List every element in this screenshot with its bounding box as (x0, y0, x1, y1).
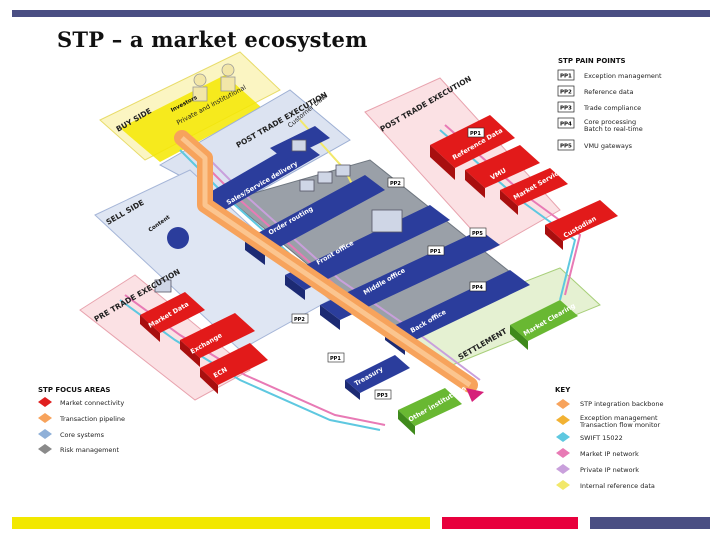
vmu-block (465, 145, 540, 188)
sales-service-bar (205, 140, 320, 210)
svg-text:PP1: PP1 (470, 131, 481, 137)
pipeline-outlet-arrow (466, 388, 484, 402)
svg-text:Trade compliance: Trade compliance (583, 104, 641, 112)
other-institutions-block (398, 388, 462, 426)
slide-title: STP – a market ecosystem (57, 27, 368, 52)
svg-text:Private IP network: Private IP network (580, 466, 639, 474)
middle-office-bar (320, 230, 500, 320)
svg-text:Market IP network: Market IP network (580, 450, 639, 458)
treasury-bar (345, 355, 410, 393)
svg-text:Reference data: Reference data (584, 88, 633, 96)
svg-text:STP integration backbone: STP integration backbone (580, 400, 664, 408)
svg-text:Core processing: Core processing (584, 118, 636, 126)
svg-text:PP2: PP2 (390, 181, 401, 187)
focus-areas-legend: STP FOCUS AREAS Market connectivity Tran… (38, 386, 125, 454)
market-clearing-block (510, 300, 578, 341)
bottom-bar-blue (590, 517, 710, 529)
svg-text:Batch to real-time: Batch to real-time (584, 125, 643, 133)
investors-icon (192, 63, 236, 102)
svg-text:PP4: PP4 (472, 285, 483, 291)
market-data-block (140, 292, 205, 333)
back-office-bar (385, 270, 530, 345)
svg-text:Internal reference data: Internal reference data (580, 482, 655, 490)
exchange-block (180, 313, 255, 358)
front-office-bar (285, 205, 450, 290)
svg-text:Transaction flow monitor: Transaction flow monitor (579, 421, 660, 429)
svg-text:Exception management: Exception management (584, 72, 662, 80)
core-systems (167, 126, 530, 400)
bottom-bar-yellow (12, 517, 430, 529)
svg-text:PP1: PP1 (330, 356, 341, 362)
focus-areas-heading: STP FOCUS AREAS (38, 386, 110, 394)
pain-points-heading: STP PAIN POINTS (558, 57, 626, 65)
key-heading: KEY (555, 386, 571, 394)
svg-text:PP2: PP2 (560, 90, 572, 96)
workstation-icons (154, 139, 403, 293)
bottom-bar-red (442, 517, 578, 529)
svg-text:PP2: PP2 (294, 317, 305, 323)
market-connectivity (140, 115, 618, 394)
reference-data-block (430, 115, 515, 168)
custodian-block (545, 200, 618, 241)
svg-text:PP3: PP3 (377, 393, 388, 399)
svg-text:Exception management: Exception management (580, 414, 658, 422)
svg-text:Core systems: Core systems (60, 431, 105, 439)
svg-text:Risk management: Risk management (60, 446, 120, 454)
order-routing-bar (245, 175, 385, 255)
ecn-block (200, 343, 268, 385)
transaction-pipeline (174, 130, 484, 402)
svg-text:Transaction pipeline: Transaction pipeline (59, 415, 125, 423)
svg-text:Market connectivity: Market connectivity (60, 399, 124, 407)
svg-text:VMU gateways: VMU gateways (584, 142, 633, 150)
pp-markers: PP1 PP2 PP5 PP1 PP4 PP2 PP1 PP3 (291, 127, 487, 400)
svg-text:PP5: PP5 (472, 231, 483, 237)
key-legend: KEY STP integration backbone Exception m… (555, 386, 664, 490)
svg-text:PP5: PP5 (560, 144, 572, 150)
svg-text:PP4: PP4 (560, 122, 572, 128)
svg-text:PP1: PP1 (430, 249, 441, 255)
svg-text:SWIFT 15022: SWIFT 15022 (580, 434, 623, 442)
svg-text:PP1: PP1 (560, 74, 572, 80)
top-accent-bar (12, 10, 710, 17)
svg-text:PP3: PP3 (560, 106, 572, 112)
market-services-block (500, 168, 568, 206)
pain-points-legend: STP PAIN POINTS PP1 Exception management… (557, 57, 662, 151)
